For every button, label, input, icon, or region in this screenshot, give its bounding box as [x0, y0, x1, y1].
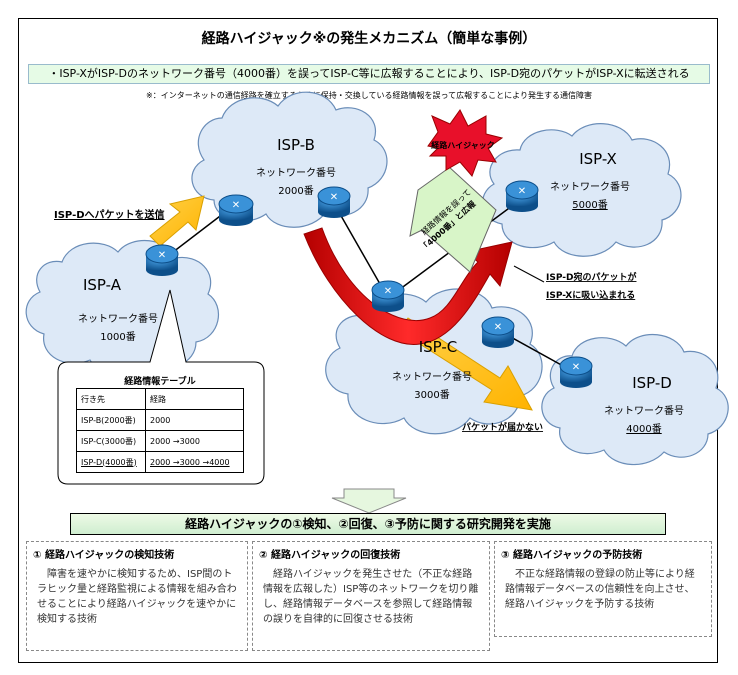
panel-recovery: ② 経路ハイジャックの回復技術 経路ハイジャックを発生させた（不正な経路情報を広…	[252, 541, 490, 651]
svg-text:✕: ✕	[572, 362, 580, 373]
panel-detection-body: 障害を速やかに検知するため、ISP間のトラヒック量と経路監視による情報を組み合わ…	[37, 569, 237, 625]
table-row: 行き先 経路	[76, 388, 244, 410]
arrow-wrong-advert: 経路情報を誤って 「4000番」と広報	[409, 159, 497, 273]
cloud-isp-a	[25, 239, 219, 376]
table-cell: ISP-D(4000番)	[76, 451, 146, 473]
absorbed-label-2: ISP-Xに吸い込まれる	[546, 289, 635, 301]
svg-text:✕: ✕	[494, 322, 502, 333]
panel-prevention-heading: ③ 経路ハイジャックの予防技術	[501, 550, 643, 561]
panel-prevention: ③ 経路ハイジャックの予防技術 不正な経路情報の登録の防止等により経路情報データ…	[494, 541, 712, 637]
isp-b-name: ISP-B	[277, 136, 315, 154]
hijack-burst-icon	[427, 109, 504, 177]
isp-b-number: 2000番	[278, 185, 313, 197]
panel-detection-heading: ① 経路ハイジャックの検知技術	[33, 550, 175, 561]
table-row: ISP-D(4000番) 2000 →3000 →4000	[76, 451, 244, 473]
svg-text:✕: ✕	[518, 186, 526, 197]
panel-detection: ① 経路ハイジャックの検知技術 障害を速やかに検知するため、ISP間のトラヒック…	[26, 541, 248, 651]
router-isp-d: ✕	[559, 356, 593, 388]
isp-x-name: ISP-X	[579, 150, 617, 168]
arrow-send-packet	[149, 195, 205, 247]
isp-x-label: ネットワーク番号	[550, 181, 630, 193]
table-cell: ISP-B(2000番)	[76, 409, 146, 431]
routing-table-title: 経路情報テーブル	[124, 377, 196, 387]
router-isp-c1: ✕	[371, 280, 405, 312]
isp-c-label: ネットワーク番号	[392, 371, 472, 383]
panel-recovery-heading: ② 経路ハイジャックの回復技術	[259, 550, 401, 561]
svg-text:✕: ✕	[330, 192, 338, 203]
table-row: ISP-B(2000番) 2000	[76, 409, 244, 431]
isp-c-name: ISP-C	[419, 338, 458, 356]
router-isp-b2: ✕	[317, 186, 351, 218]
table-header: 経路	[145, 388, 244, 410]
panel-prevention-body: 不正な経路情報の登録の防止等により経路情報データベースの信頼性を向上させ、経路ハ…	[505, 569, 695, 610]
summary-box: ・ISP-XがISP-Dのネットワーク番号（4000番）を誤ってISP-C等に広…	[28, 64, 710, 84]
isp-a-name: ISP-A	[83, 276, 122, 294]
isp-d-label: ネットワーク番号	[604, 405, 684, 417]
send-packet-label: ISP-Dへパケットを送信	[54, 208, 165, 221]
arrow-hijack	[303, 227, 513, 345]
router-isp-x: ✕	[505, 180, 539, 212]
hijack-burst-label: 経路ハイジャック	[431, 140, 494, 150]
footnote: ※：インターネットの通信経路を確立するために保持・交換している経路情報を誤って広…	[146, 91, 592, 100]
table-cell: 2000	[145, 409, 244, 431]
isp-c-number: 3000番	[414, 389, 449, 401]
svg-text:✕: ✕	[384, 286, 392, 297]
panel-recovery-body: 経路ハイジャックを発生させた（不正な経路情報を広報した）ISP等のネットワークを…	[263, 569, 479, 625]
not-arrive-label: パケットが届かない	[462, 421, 543, 433]
table-cell: ISP-C(3000番)	[76, 430, 146, 452]
routing-table: 行き先 経路 ISP-B(2000番) 2000 ISP-C(3000番) 20…	[76, 388, 244, 473]
table-cell: 2000 →3000 →4000	[145, 451, 244, 473]
isp-x-number: 5000番	[572, 199, 607, 211]
isp-d-number: 4000番	[626, 423, 661, 435]
absorbed-pointer	[513, 265, 545, 283]
svg-text:✕: ✕	[158, 250, 166, 261]
isp-a-number: 1000番	[100, 331, 135, 343]
absorbed-label-1: ISP-D宛のパケットが	[546, 271, 637, 283]
svg-text:✕: ✕	[232, 200, 240, 211]
router-isp-c2: ✕	[481, 316, 515, 348]
diagram-title: 経路ハイジャック※の発生メカニズム（簡単な事例）	[201, 31, 537, 47]
cloud-isp-d	[541, 333, 729, 466]
isp-d-name: ISP-D	[632, 374, 672, 392]
router-isp-b: ✕	[218, 194, 254, 226]
isp-b-label: ネットワーク番号	[256, 167, 336, 179]
table-cell: 2000 →3000	[145, 430, 244, 452]
down-arrow-icon	[331, 488, 407, 514]
table-header: 行き先	[76, 388, 146, 410]
table-row: ISP-C(3000番) 2000 →3000	[76, 430, 244, 452]
isp-a-label: ネットワーク番号	[78, 313, 158, 325]
router-isp-a: ✕	[145, 244, 179, 276]
figure-frame	[18, 18, 718, 663]
research-banner: 経路ハイジャックの①検知、②回復、③予防に関する研究開発を実施	[70, 513, 666, 535]
